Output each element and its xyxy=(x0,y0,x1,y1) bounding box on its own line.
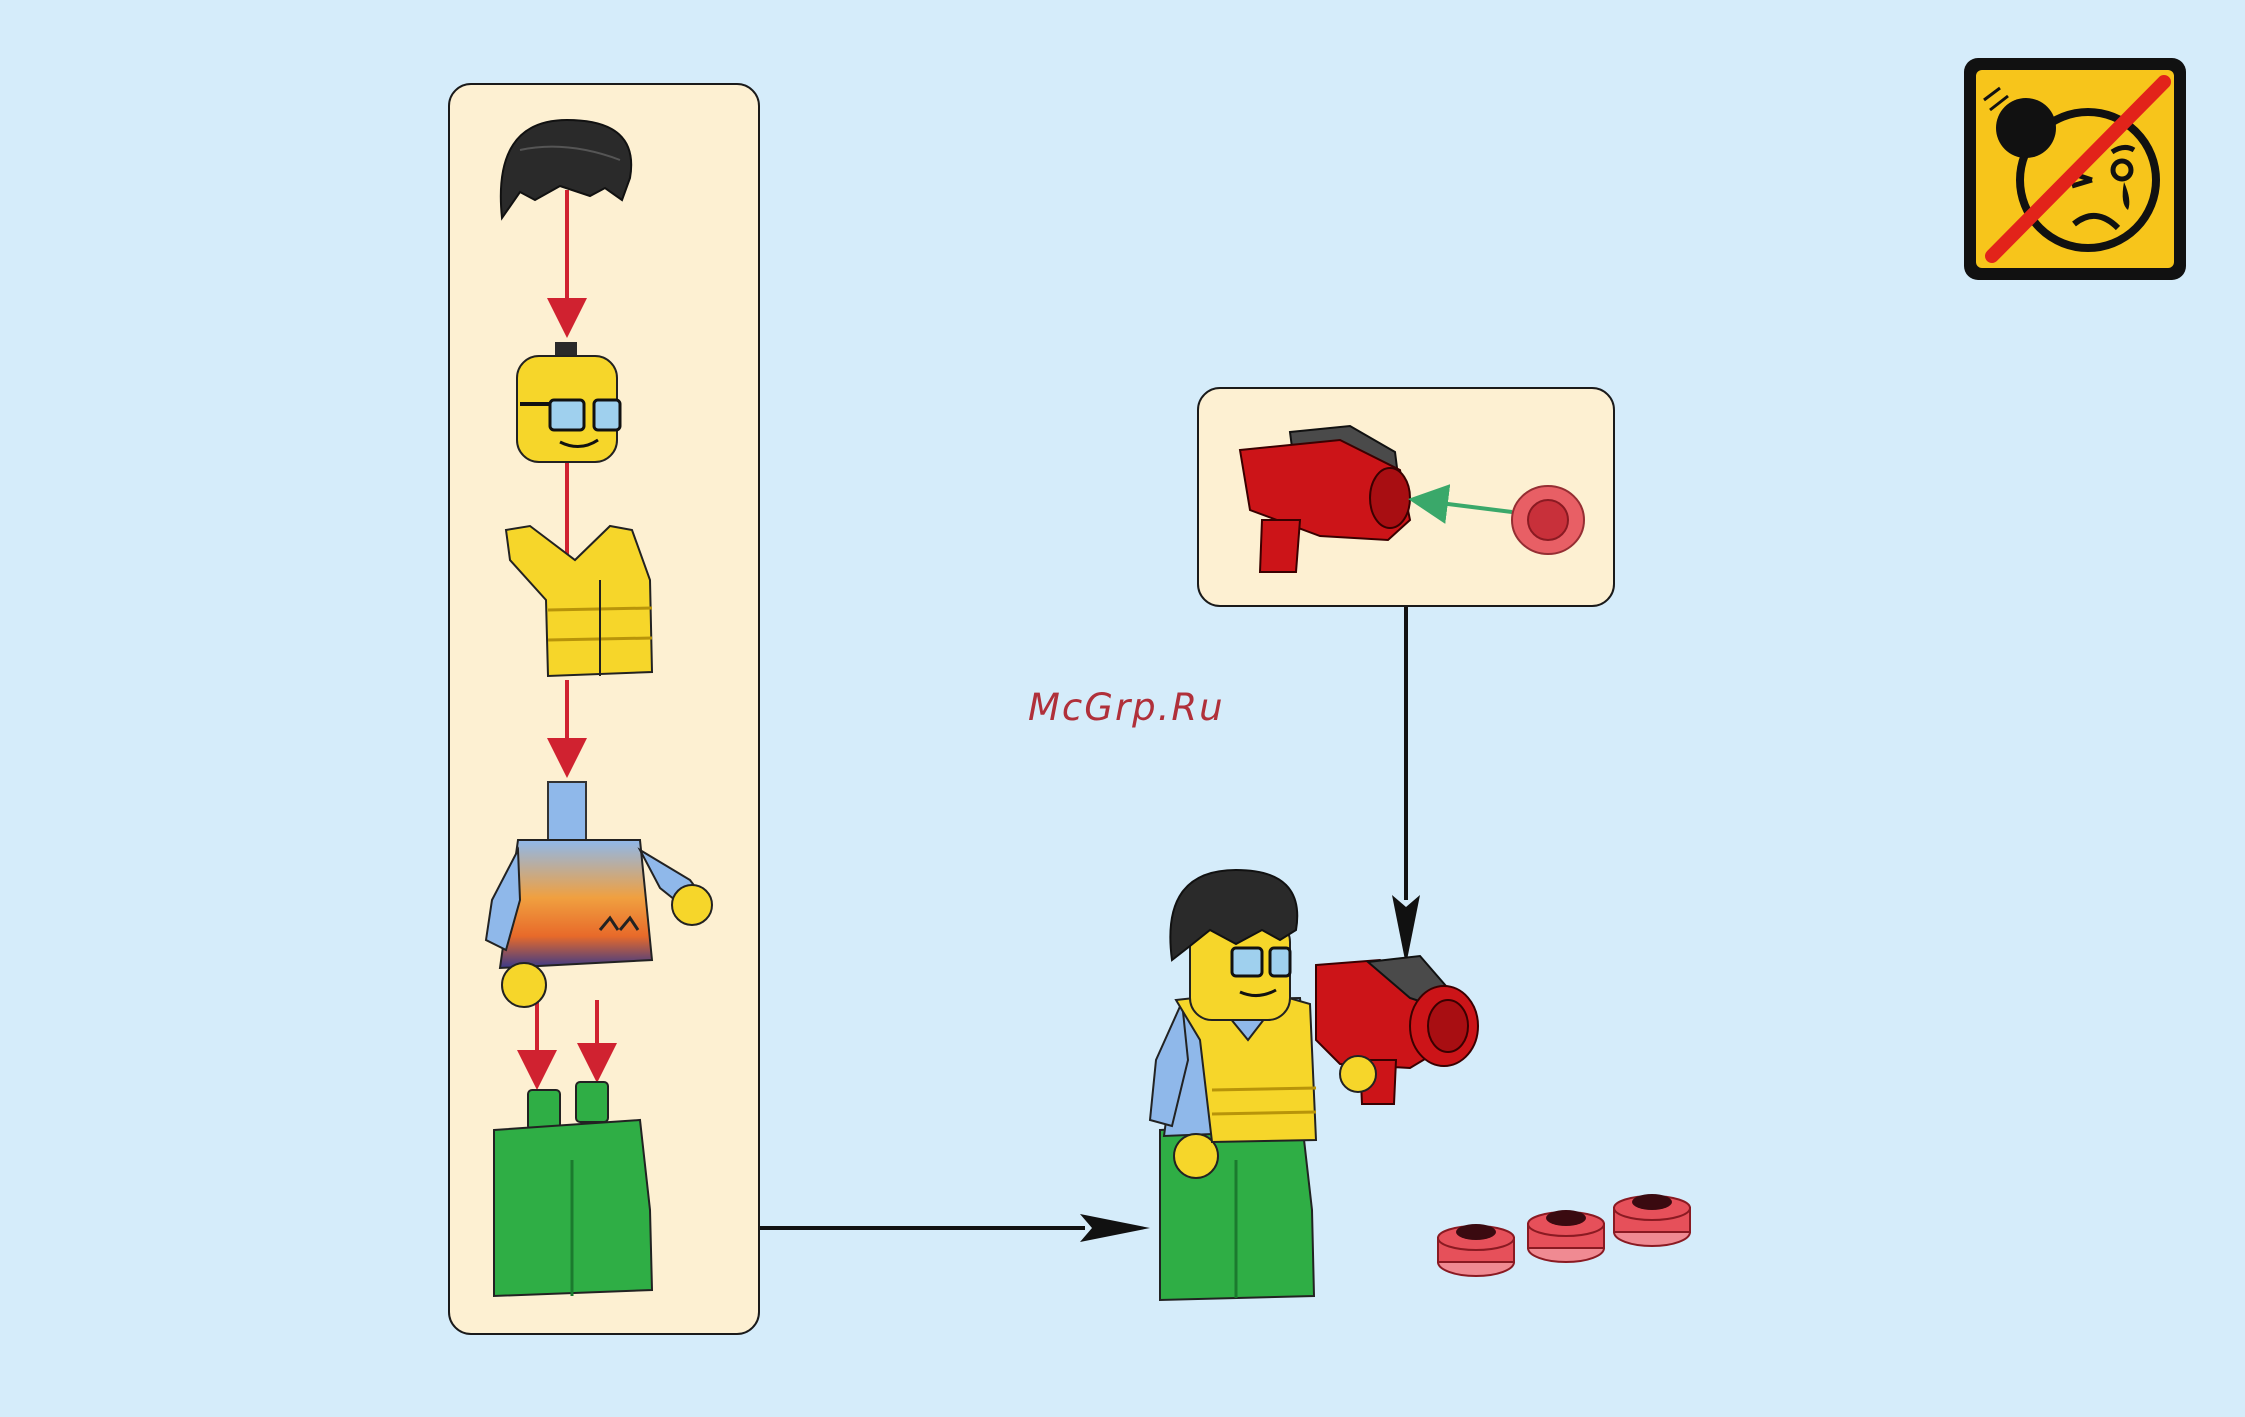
choking-hazard-projectile-icon xyxy=(1964,58,2186,280)
spare-projectile-2 xyxy=(1528,1210,1604,1262)
spare-projectile-3 xyxy=(1614,1194,1690,1246)
flow-arrow-to-figure xyxy=(760,1214,1150,1242)
projectile-piece xyxy=(1512,486,1584,554)
flow-arrow-to-blaster xyxy=(1392,607,1420,965)
watermark-text: McGrp.Ru xyxy=(1028,686,1225,729)
head-piece xyxy=(517,342,620,462)
spare-projectiles xyxy=(1438,1194,1690,1276)
spare-projectile-1 xyxy=(1438,1224,1514,1276)
finished-minifigure xyxy=(1150,870,1478,1300)
